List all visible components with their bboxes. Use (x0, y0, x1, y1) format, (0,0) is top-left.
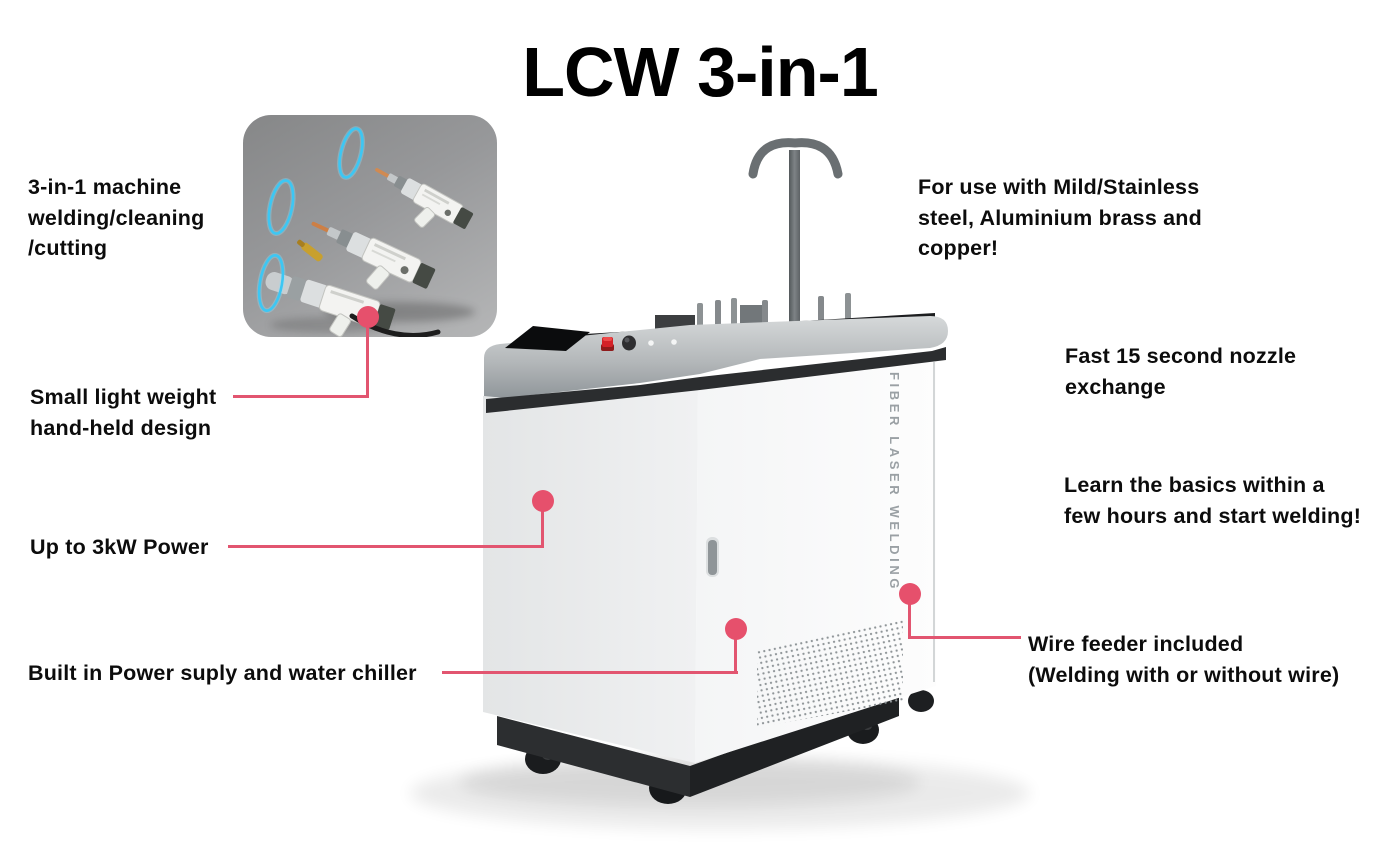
page-title: LCW 3-in-1 (522, 33, 879, 111)
callout-line: For use with Mild/Stainless (918, 175, 1200, 199)
cabinet-left-face (483, 382, 698, 763)
callout-line: Built in Power suply and water chiller (28, 661, 417, 685)
callout-dot-builtin (725, 618, 747, 640)
connector-wire-h (908, 636, 1021, 639)
connector-handheld-v (366, 317, 369, 398)
welding-gun-middle (311, 221, 436, 290)
wire-feed-fitting (297, 239, 323, 262)
door-handle (706, 537, 719, 577)
control-panel (505, 326, 677, 351)
callout-three-in-one: 3-in-1 machine welding/cleaning /cutting (28, 172, 204, 264)
emergency-stop-button (601, 337, 614, 351)
callout-dot-handheld (357, 306, 379, 328)
connector-builtin-v (734, 629, 737, 674)
connector-handheld-h (233, 395, 369, 398)
callout-dot-power (532, 490, 554, 512)
indicator-led-1 (648, 340, 654, 346)
gun-hanger-pole (748, 138, 843, 332)
callout-learn-basics: Learn the basics within a few hours and … (1064, 470, 1361, 531)
vent-grille (757, 618, 903, 728)
callout-line: Up to 3kW Power (30, 535, 209, 559)
machine-base (497, 691, 899, 797)
callout-line: 3-in-1 machine (28, 175, 182, 199)
callout-line: Fast 15 second nozzle (1065, 344, 1297, 368)
callout-power: Up to 3kW Power (30, 532, 209, 563)
welding-gun-top (375, 167, 474, 229)
connector-power-h (228, 545, 544, 548)
callout-line: exchange (1065, 374, 1166, 399)
callout-line: Small light weight (30, 385, 217, 409)
callout-materials: For use with Mild/Stainless steel, Alumi… (918, 172, 1202, 264)
knob-highlight (624, 337, 630, 343)
machine-side-label: FIBER LASER WELDING (887, 372, 902, 592)
callout-dot-wire-feeder (899, 583, 921, 605)
callout-line: Learn the basics within a (1064, 473, 1325, 497)
rotation-rings (256, 126, 365, 314)
slab-trim (486, 347, 946, 413)
callout-line: hand-held design (30, 415, 212, 440)
connector-power-v (541, 501, 544, 548)
callout-nozzle-exchange: Fast 15 second nozzle exchange (1065, 341, 1296, 402)
connector-builtin-h (442, 671, 738, 674)
callout-line: welding/cleaning (28, 205, 205, 230)
callout-wire-feeder: Wire feeder included (Welding with or wi… (1028, 629, 1339, 690)
connector-wire-v (908, 594, 911, 639)
callout-line: copper! (918, 236, 999, 260)
indicator-led-2 (671, 339, 677, 345)
callout-builtin-chiller: Built in Power suply and water chiller (28, 658, 417, 689)
callout-handheld-design: Small light weight hand-held design (30, 382, 216, 443)
callout-line: /cutting (28, 236, 108, 260)
callout-line: steel, Aluminium brass and (918, 205, 1202, 230)
console-screen (505, 326, 590, 351)
callout-line: (Welding with or without wire) (1028, 662, 1340, 687)
handheld-guns-image (243, 115, 497, 337)
callout-line: Wire feeder included (1028, 632, 1244, 656)
callout-line: few hours and start welding! (1064, 503, 1362, 528)
console-slab (484, 316, 948, 398)
control-knob (622, 335, 636, 351)
